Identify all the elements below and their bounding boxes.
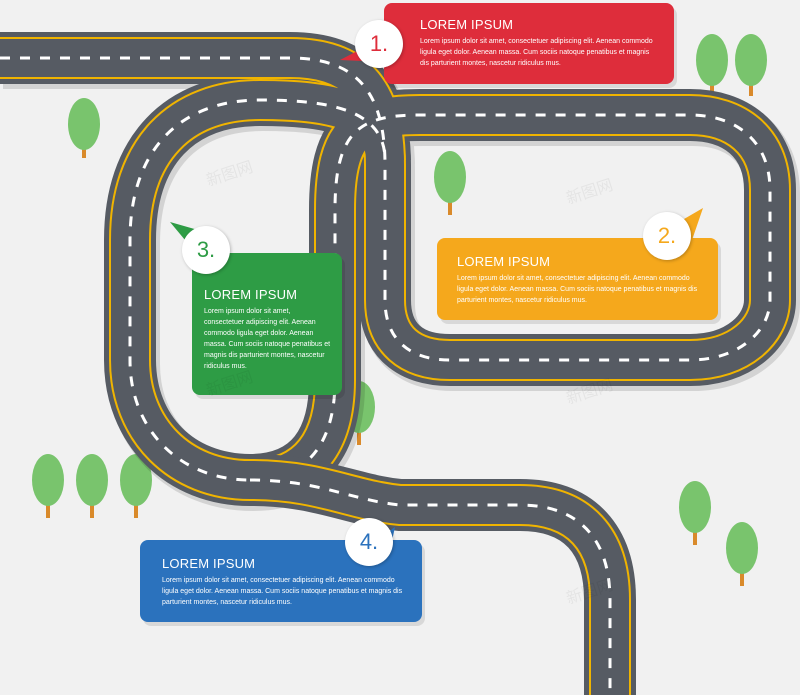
step-title: LOREM IPSUM	[162, 556, 256, 571]
tree-icon	[32, 454, 64, 518]
tree-icon	[434, 151, 466, 215]
step-title: LOREM IPSUM	[457, 254, 551, 269]
tree-icon	[735, 34, 767, 96]
tree-icon	[120, 454, 152, 518]
tree-icon	[696, 34, 728, 96]
tree-icon	[726, 522, 758, 586]
trees	[32, 34, 767, 586]
winding-road	[0, 32, 800, 695]
tree-icon	[76, 454, 108, 518]
lane-dashes	[0, 56, 772, 482]
step-title: LOREM IPSUM	[420, 17, 514, 32]
step-body: Lorem ipsum dolor sit amet, consectetuer…	[457, 275, 698, 304]
step-card-4: LOREM IPSUM Lorem ipsum dolor sit amet, …	[140, 540, 422, 622]
step-body: Lorem ipsum dolor sit amet, consectetuer…	[162, 577, 403, 606]
step-body: Lorem ipsum dolor sit amet, consectetuer…	[204, 308, 331, 370]
tree-icon	[68, 98, 100, 158]
step-number-badge-2: 2.	[643, 212, 691, 260]
step-number-badge-3: 3.	[182, 226, 230, 274]
tree-icon	[679, 481, 711, 545]
step-card-3: LOREM IPSUM Lorem ipsum dolor sit amet, …	[192, 253, 342, 395]
step-title: LOREM IPSUM	[204, 287, 298, 302]
step-body: Lorem ipsum dolor sit amet, consectetuer…	[420, 38, 653, 67]
step-number-badge-4: 4.	[345, 518, 393, 566]
step-number-badge-1: 1.	[355, 20, 403, 68]
step-card-1: LOREM IPSUM Lorem ipsum dolor sit amet, …	[384, 3, 674, 84]
